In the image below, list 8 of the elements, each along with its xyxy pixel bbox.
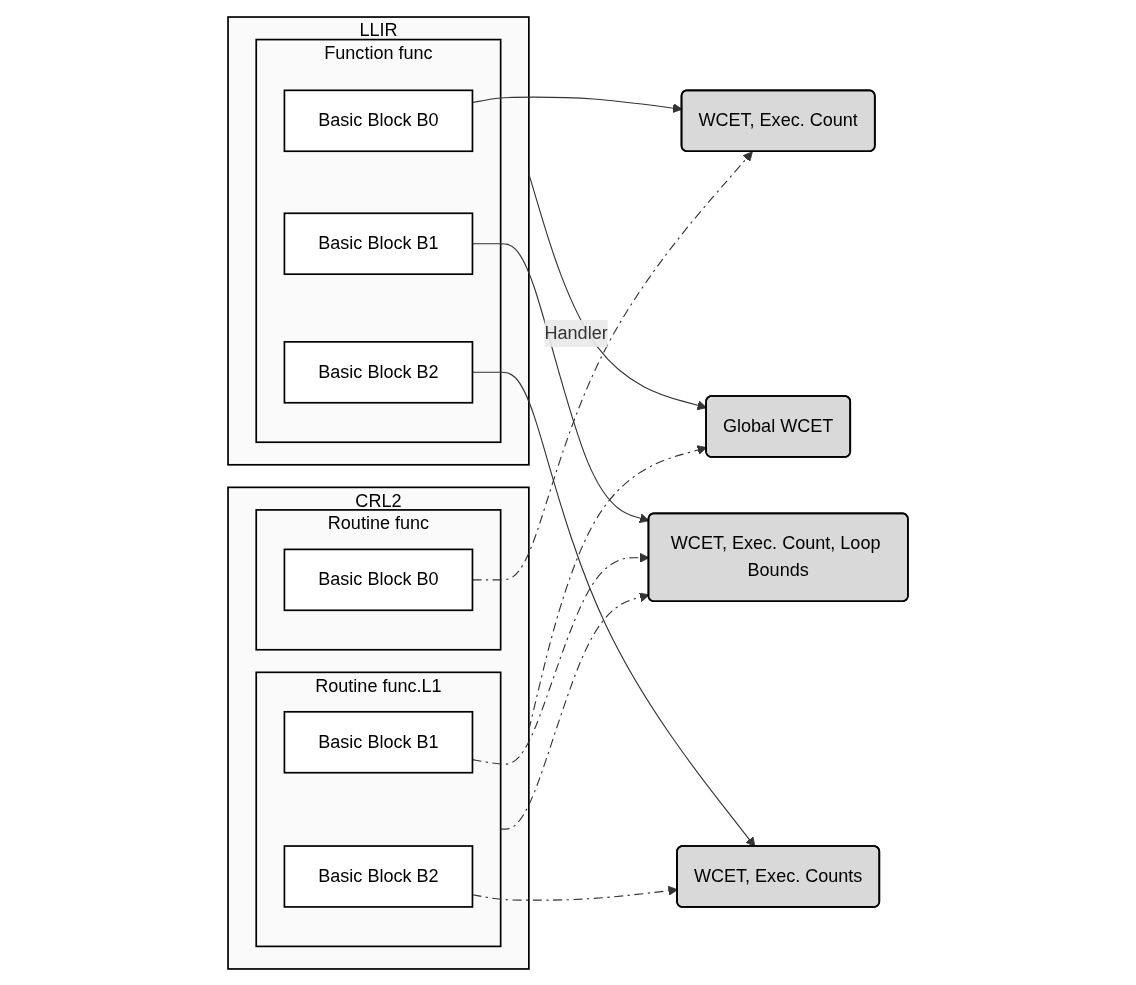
node-box: Basic Block B0 — [283, 548, 474, 611]
arrow — [500, 592, 650, 830]
node-box: Basic Block B0 — [283, 89, 474, 152]
node-box: Basic Block B2 — [283, 844, 474, 908]
node-box: Basic Block B2 — [283, 340, 474, 404]
edge-label: Handler — [544, 322, 608, 342]
node-box: Basic Block B1 — [283, 710, 474, 774]
node-box: Basic Block B1 — [283, 211, 474, 275]
